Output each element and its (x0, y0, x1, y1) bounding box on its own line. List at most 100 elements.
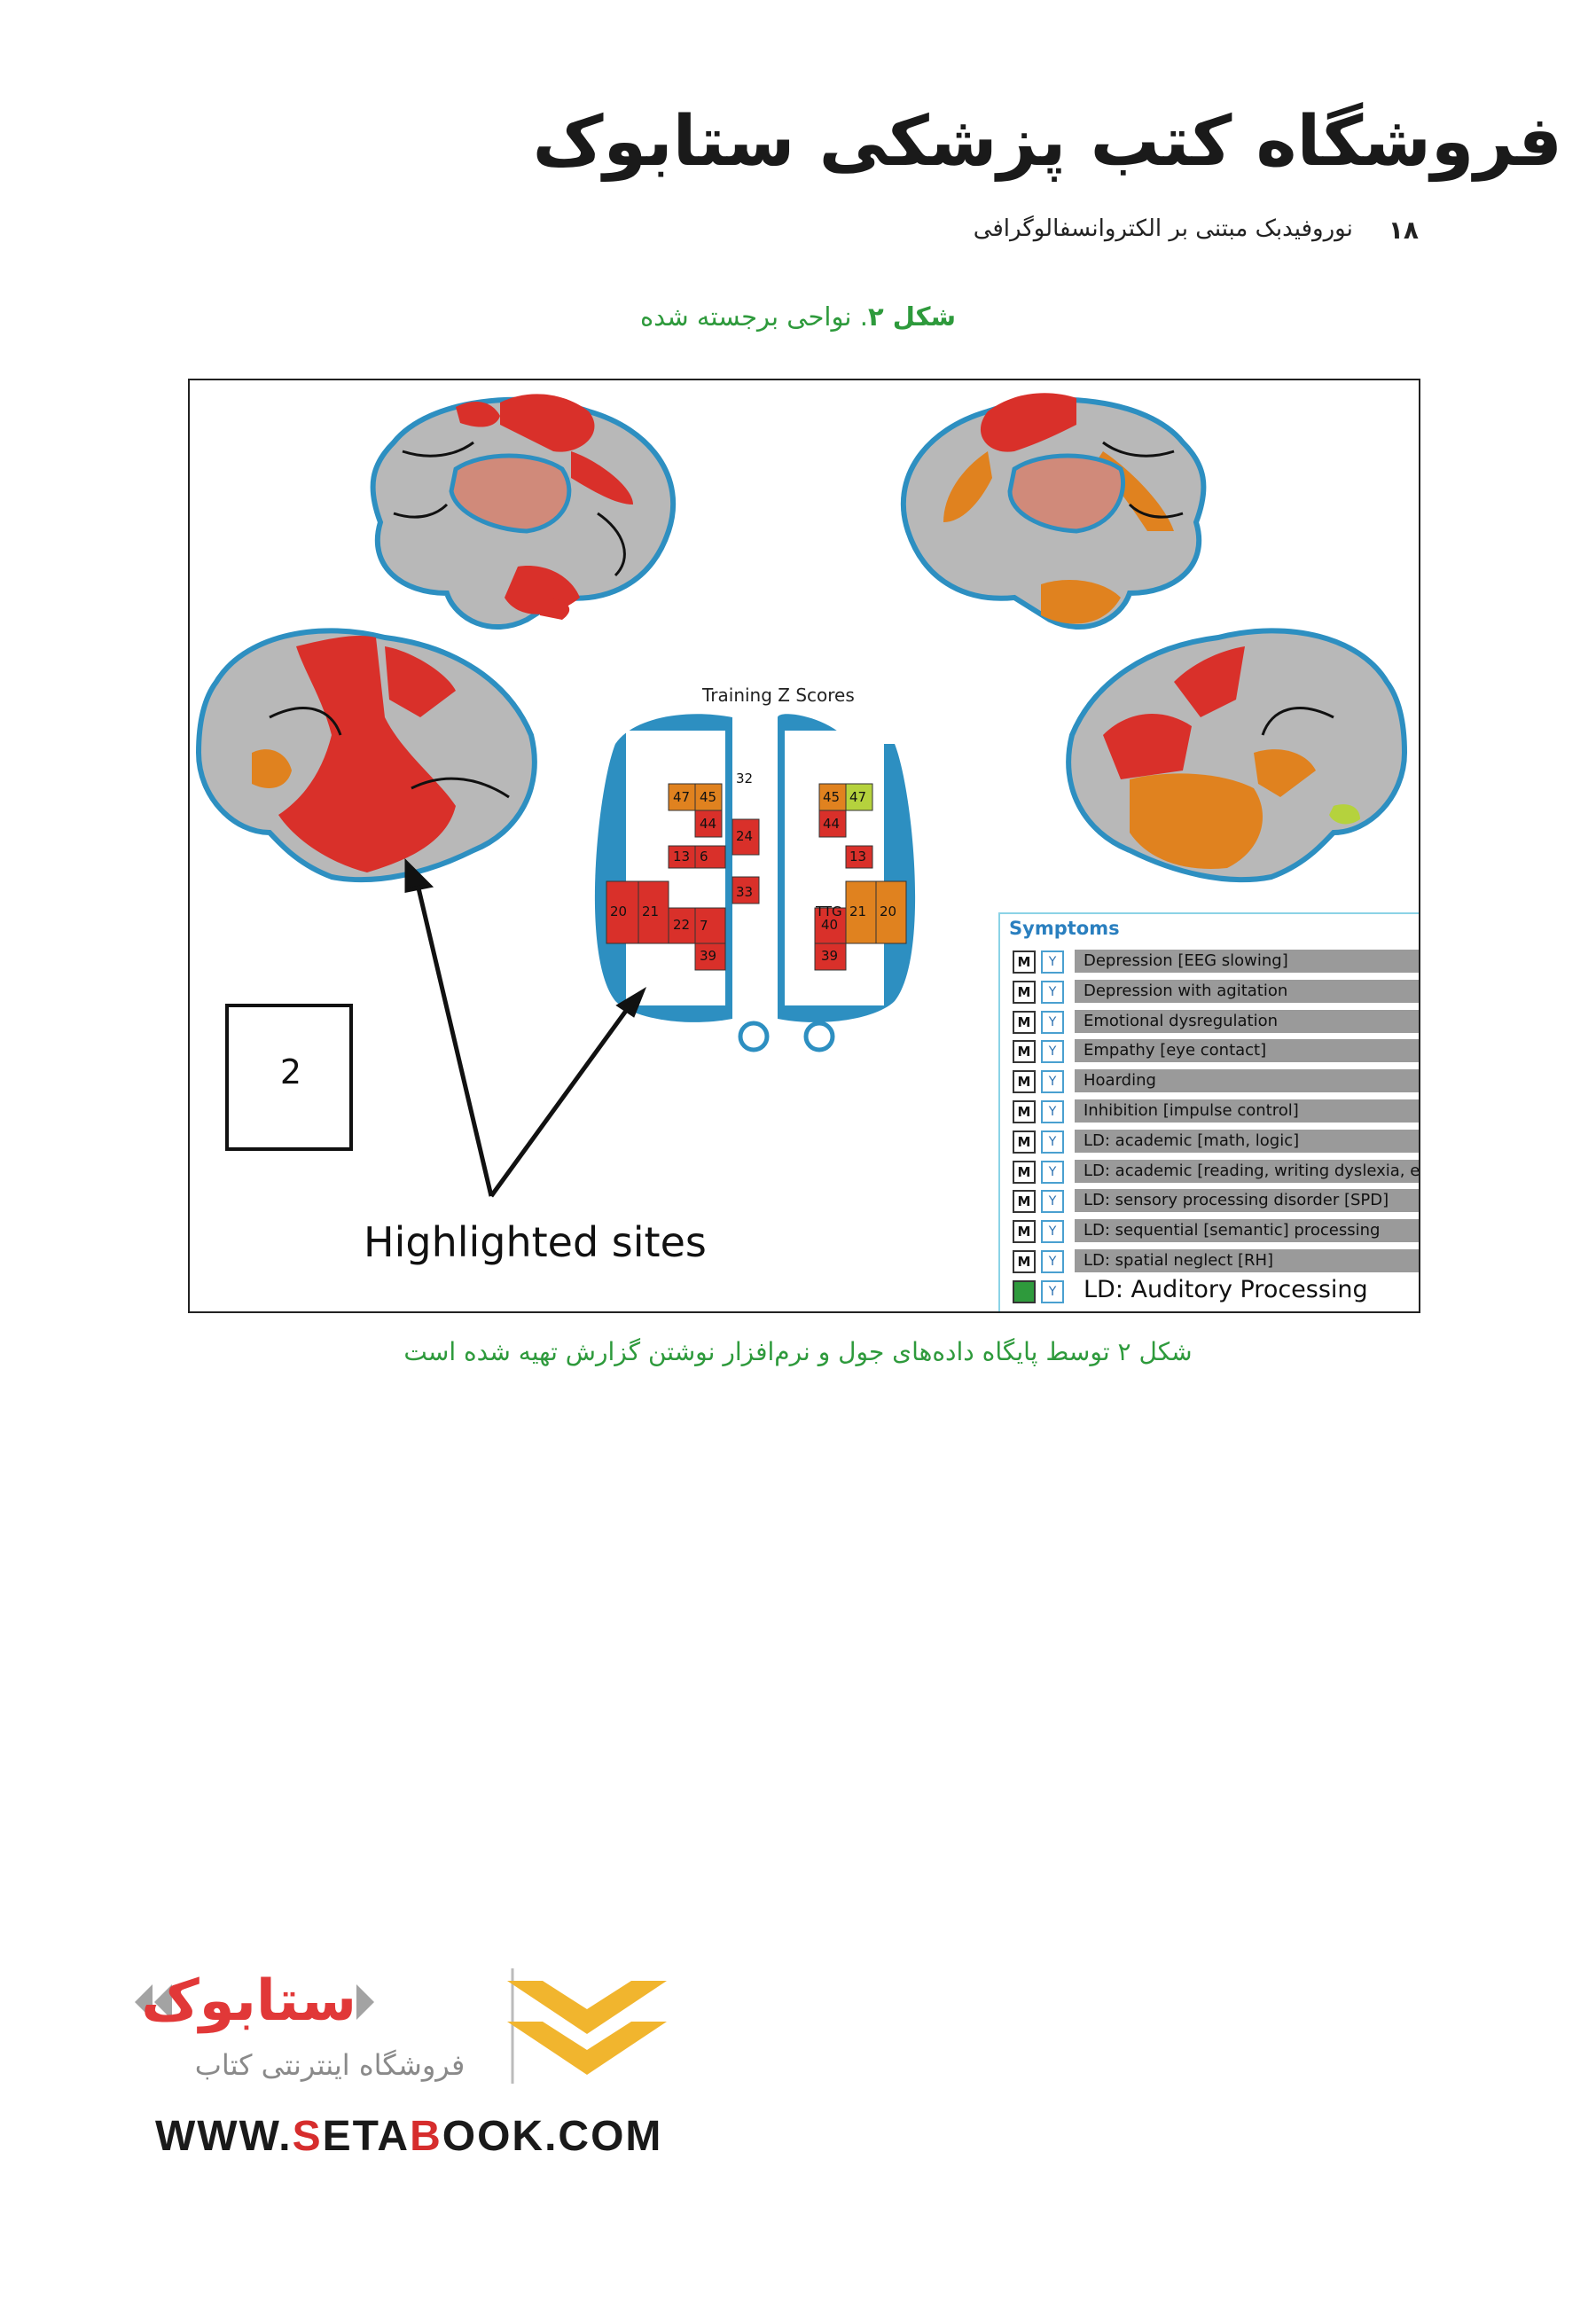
brain-lateral-right (1066, 628, 1408, 883)
grid-cell-label: 24 (736, 828, 754, 844)
grid-cell-label: 13 (673, 849, 691, 864)
figure-caption-text: . نواحی برجسته شده (639, 301, 868, 332)
url-accent-b: B (410, 2113, 442, 2160)
url-prefix: WWW. (155, 2113, 293, 2160)
url-suffix: OOK.COM (442, 2113, 663, 2160)
symptom-m-toggle[interactable]: M (1013, 1010, 1036, 1034)
symptom-label: Empathy [eye contact] (1075, 1039, 1419, 1063)
annotation-arrows (404, 857, 647, 1198)
symptom-y-toggle[interactable]: Y (1041, 1010, 1064, 1034)
symptom-label: LD: spatial neglect [RH] (1075, 1249, 1419, 1272)
symptom-label: LD: Auditory Processing (1075, 1275, 1419, 1304)
logo-brand: ستابوک (141, 1968, 356, 2034)
symptom-label: Depression with agitation (1075, 979, 1419, 1003)
symptom-y-toggle[interactable]: Y (1041, 1160, 1064, 1184)
grid-cell-label: 21 (642, 904, 660, 919)
highlighted-sites-label: Highlighted sites (364, 1218, 707, 1266)
symptom-y-toggle[interactable]: Y (1041, 1220, 1064, 1244)
symptom-y-toggle[interactable]: Y (1041, 951, 1064, 974)
grid-cell-label: 6 (700, 849, 708, 864)
symptom-m-toggle[interactable]: M (1013, 1279, 1036, 1303)
symptom-m-toggle[interactable]: M (1013, 1250, 1036, 1273)
grid-left-cells (606, 783, 760, 971)
grid-cell-label: 20 (880, 904, 897, 919)
number-box-label: 2 (279, 1052, 302, 1091)
symptom-m-toggle[interactable]: M (1013, 1220, 1036, 1244)
symptom-y-toggle[interactable]: Y (1041, 1100, 1064, 1123)
symptom-m-toggle[interactable]: M (1013, 1100, 1036, 1123)
number-box (225, 1004, 353, 1151)
symptom-m-toggle[interactable]: M (1013, 951, 1036, 974)
url-mid: ETA (322, 2113, 411, 2160)
symptom-m-toggle[interactable]: M (1013, 1160, 1036, 1184)
symptom-label: Hoarding (1075, 1069, 1419, 1093)
setabook-logo: ستابوک فروشگاه اینترنتی کتاب (126, 1960, 693, 2190)
symptom-label: LD: academic [reading, writing dyslexia,… (1075, 1159, 1419, 1183)
brain-illustration (195, 393, 1408, 1198)
running-head: ۱۸ نوروفیدبک مبتنی بر الکتروانسفالوگرافی (974, 215, 1419, 245)
symptom-label: LD: academic [math, logic] (1075, 1129, 1419, 1153)
symptom-label: LD: sequential [semantic] processing (1075, 1219, 1419, 1243)
symptom-y-toggle[interactable]: Y (1041, 1190, 1064, 1214)
url-accent-s: S (292, 2113, 323, 2160)
grid-right-cells (814, 783, 907, 971)
grid-cell-label: 7 (700, 918, 708, 934)
brain-medial-right (900, 393, 1207, 630)
figure-source-caption: شکل ۲ توسط پایگاه داده‌های جول و نرم‌افز… (403, 1337, 1193, 1366)
grid-cell-label: 33 (736, 884, 754, 900)
symptom-y-toggle[interactable]: Y (1041, 980, 1064, 1004)
grid-cell-label: 22 (673, 917, 691, 933)
logo-graphic (135, 1968, 667, 2084)
brain-figure: Training Z Scores 2 Highlighted sites Sy… (188, 379, 1420, 1313)
inset-title: Training Z Scores (702, 685, 855, 706)
grid-cell-label: 47 (849, 789, 867, 805)
figure-caption-label: شکل ۲ (867, 301, 957, 332)
symptom-label: Emotional dysregulation (1075, 1009, 1419, 1033)
symptom-m-toggle[interactable]: M (1013, 1040, 1036, 1064)
symptom-m-toggle[interactable]: M (1013, 980, 1036, 1004)
running-title: نوروفیدبک مبتنی بر الکتروانسفالوگرافی (973, 215, 1353, 242)
symptom-y-toggle[interactable]: Y (1041, 1070, 1064, 1094)
logo-tagline: فروشگاه اینترنتی کتاب (194, 2048, 466, 2082)
grid-cell-label: 40 (821, 917, 839, 933)
figure-caption: شکل ۲. نواحی برجسته شده (0, 301, 1596, 332)
grid-cell-label: 21 (849, 904, 867, 919)
header-title: فروشگاه کتب پزشکی ستابوک (532, 102, 1562, 182)
grid-cell-label: 20 (610, 904, 628, 919)
brain-medial-left (370, 394, 677, 630)
grid-cell-label: 39 (700, 948, 717, 964)
symptom-y-toggle[interactable]: Y (1041, 1130, 1064, 1154)
page-number: ۱۸ (1388, 215, 1419, 245)
symptom-label: LD: sensory processing disorder [SPD] (1075, 1189, 1419, 1213)
symptom-m-toggle[interactable]: M (1013, 1070, 1036, 1094)
grid-cell-label: 44 (700, 816, 717, 832)
symptom-m-toggle[interactable]: M (1013, 1190, 1036, 1214)
symptom-label: Depression [EEG slowing] (1075, 950, 1419, 973)
symptom-y-toggle[interactable]: Y (1041, 1250, 1064, 1273)
site-url: WWW.SETABOOK.COM (155, 2112, 662, 2161)
grid-cell-label: TTG (816, 904, 842, 919)
symptom-label: Inhibition [impulse control] (1075, 1099, 1419, 1123)
symptom-y-toggle[interactable]: Y (1041, 1279, 1064, 1303)
grid-cell-label: 47 (673, 789, 691, 805)
grid-cell-label: 45 (823, 789, 841, 805)
symptoms-title: Symptoms (1009, 918, 1120, 939)
symptom-y-toggle[interactable]: Y (1041, 1040, 1064, 1064)
grid-cell-label: 32 (736, 771, 754, 786)
grid-cell-label: 45 (700, 789, 717, 805)
brain-lateral-left (195, 628, 537, 883)
symptom-m-toggle[interactable]: M (1013, 1130, 1036, 1154)
